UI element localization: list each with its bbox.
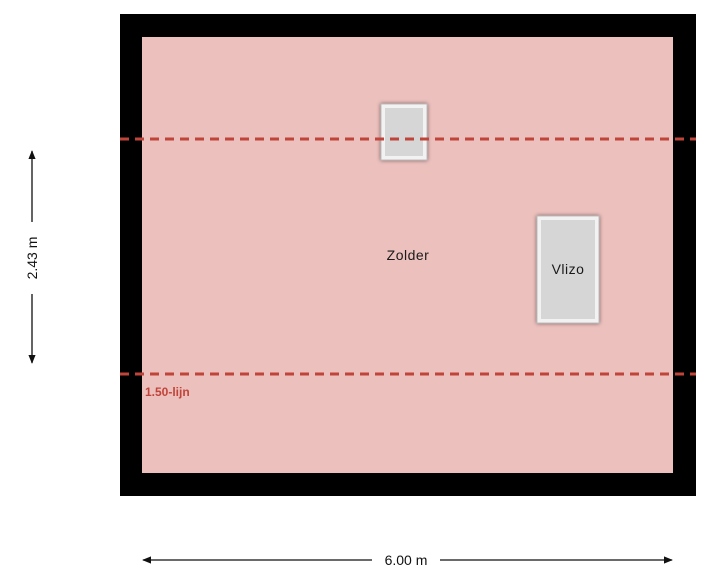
loft-hatch bbox=[536, 215, 600, 324]
width-dimension-label: 6.00 m bbox=[385, 552, 428, 568]
width-dimension: 6.00 m bbox=[142, 552, 673, 568]
height-dimension-label: 2.43 m bbox=[24, 237, 40, 280]
skylight-window bbox=[380, 103, 428, 161]
room-label: Zolder bbox=[387, 247, 430, 263]
height-dimension: 2.43 m bbox=[24, 150, 40, 364]
line-label: 1.50-lijn bbox=[145, 385, 190, 399]
hatch-label: Vlizo bbox=[552, 261, 585, 277]
